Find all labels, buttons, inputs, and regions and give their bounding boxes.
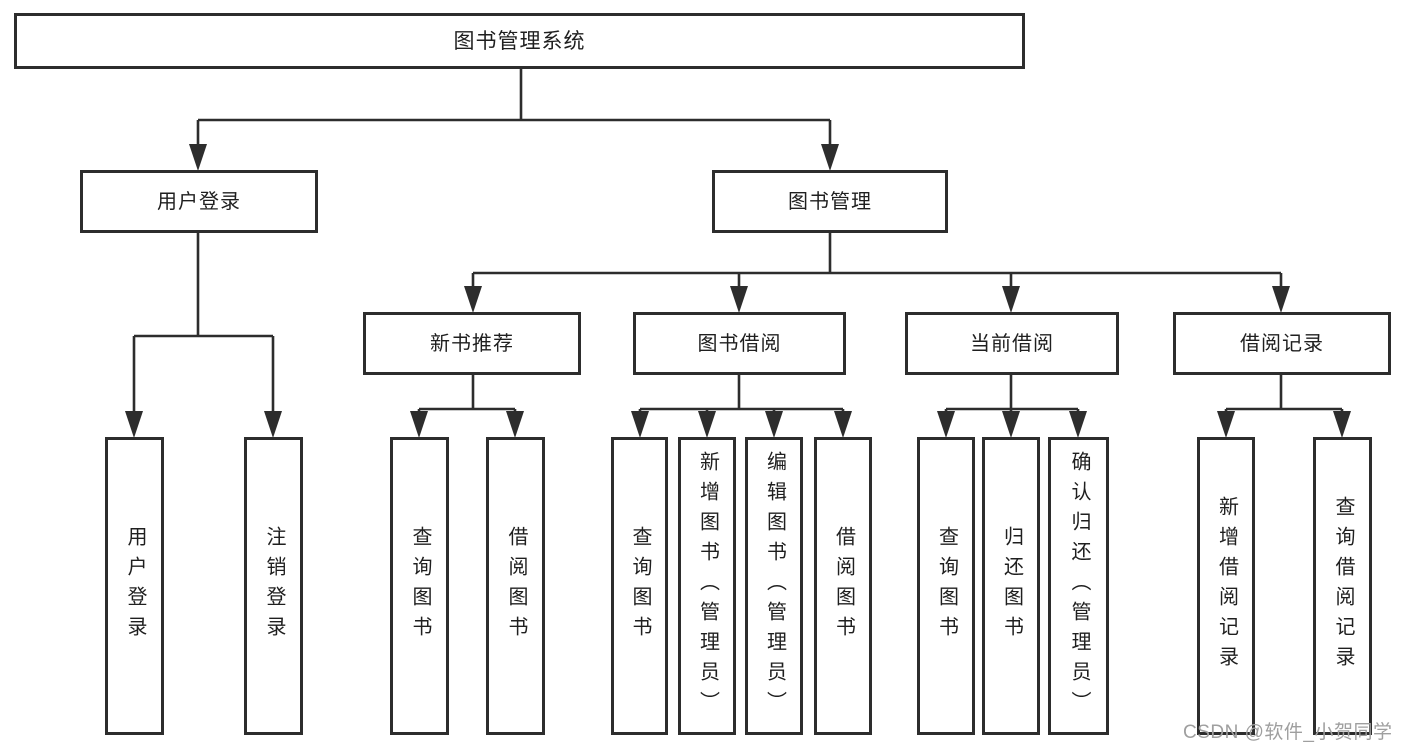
node-book-management: 图书管理 (712, 170, 948, 233)
leaf-user-login: 用户登录 (105, 437, 164, 735)
leaf-cb-return-books-label: 归还图书 (1000, 526, 1023, 646)
node-library-management-system: 图书管理系统 (14, 13, 1025, 69)
csdn-watermark: CSDN @软件_小贺同学 (1183, 722, 1393, 743)
leaf-nbr-query-books: 查询图书 (390, 437, 449, 735)
connector-root-to-level2 (189, 68, 839, 171)
leaf-cb-query-books: 查询图书 (917, 437, 975, 735)
connector-book-mgmt-to-level3 (464, 233, 1290, 313)
connector-user-login-children (125, 233, 282, 438)
leaf-bb-add-book-admin-label: 新增图书（管理员） (696, 451, 719, 721)
leaf-bb-query-books-label: 查询图书 (629, 526, 651, 646)
leaf-cb-return-books: 归还图书 (982, 437, 1040, 735)
connector-current-borrow-children (937, 375, 1087, 438)
leaf-nbr-borrow-books-label: 借阅图书 (505, 526, 527, 646)
leaf-br-query-borrow-record-label: 查询借阅记录 (1332, 496, 1354, 676)
connector-book-borrow-children (631, 375, 852, 438)
leaf-br-add-borrow-record: 新增借阅记录 (1197, 437, 1255, 735)
node-user-login: 用户登录 (80, 170, 318, 233)
leaf-nbr-borrow-books: 借阅图书 (486, 437, 545, 735)
connector-new-book-children (410, 375, 524, 438)
leaf-bb-borrow-books: 借阅图书 (814, 437, 872, 735)
leaf-nbr-query-books-label: 查询图书 (409, 526, 431, 646)
leaf-logout-label: 注销登录 (263, 526, 285, 646)
leaf-logout: 注销登录 (244, 437, 303, 735)
leaf-user-login-label: 用户登录 (124, 526, 146, 646)
node-current-borrowing: 当前借阅 (905, 312, 1119, 375)
node-borrowing-records: 借阅记录 (1173, 312, 1391, 375)
leaf-br-query-borrow-record: 查询借阅记录 (1313, 437, 1372, 735)
node-new-book-recommendation: 新书推荐 (363, 312, 581, 375)
leaf-bb-borrow-books-label: 借阅图书 (832, 526, 855, 646)
leaf-cb-query-books-label: 查询图书 (935, 526, 958, 646)
leaf-bb-edit-book-admin-label: 编辑图书（管理员） (763, 451, 786, 721)
node-book-borrowing: 图书借阅 (633, 312, 846, 375)
leaf-bb-query-books: 查询图书 (611, 437, 668, 735)
leaf-cb-confirm-return-admin: 确认归还（管理员） (1048, 437, 1109, 735)
leaf-bb-add-book-admin: 新增图书（管理员） (678, 437, 736, 735)
leaf-bb-edit-book-admin: 编辑图书（管理员） (745, 437, 803, 735)
leaf-cb-confirm-return-admin-label: 确认归还（管理员） (1068, 451, 1090, 721)
leaf-br-add-borrow-record-label: 新增借阅记录 (1215, 496, 1238, 676)
connector-borrow-records-children (1217, 375, 1351, 438)
